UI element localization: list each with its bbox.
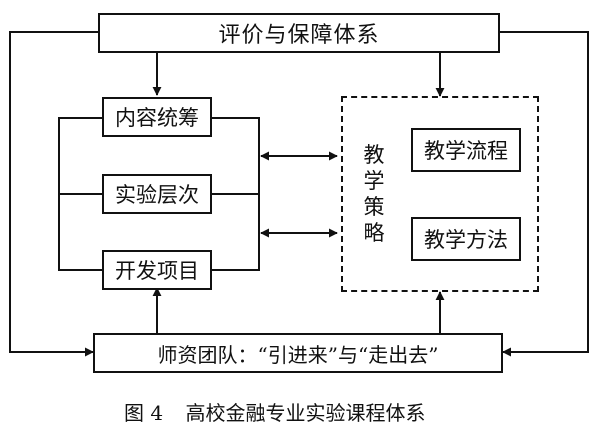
development-project-label: 开发项目: [115, 259, 199, 283]
experiment-level-label: 实验层次: [115, 183, 199, 207]
outer-loop-left: [9, 31, 98, 357]
teaching-method-box: 教学方法: [411, 217, 521, 261]
outer-loop-right: [500, 31, 589, 357]
teaching-process-label: 教学流程: [424, 139, 508, 163]
teaching-method-label: 教学方法: [424, 228, 508, 252]
experiment-level-box: 实验层次: [102, 174, 212, 214]
faculty-team-box: 师资团队：“引进来”与“走出去”: [93, 333, 503, 373]
teaching-process-box: 教学流程: [411, 128, 521, 172]
faculty-team-label: 师资团队：“引进来”与“走出去”: [157, 342, 439, 367]
figure-number: 图 4: [124, 401, 164, 425]
content-coordination-label: 内容统筹: [115, 106, 199, 130]
evaluation-system-label: 评价与保障体系: [218, 23, 380, 48]
content-coordination-box: 内容统筹: [102, 97, 212, 137]
teaching-strategy-box: [341, 96, 539, 292]
teaching-strategy-label: 教学策略: [363, 143, 385, 245]
figure-title: 高校金融专业实验课程体系: [185, 401, 426, 425]
evaluation-system-box: 评价与保障体系: [98, 13, 500, 53]
figure-caption: 图 4 高校金融专业实验课程体系: [124, 397, 425, 426]
development-project-box: 开发项目: [102, 250, 212, 290]
